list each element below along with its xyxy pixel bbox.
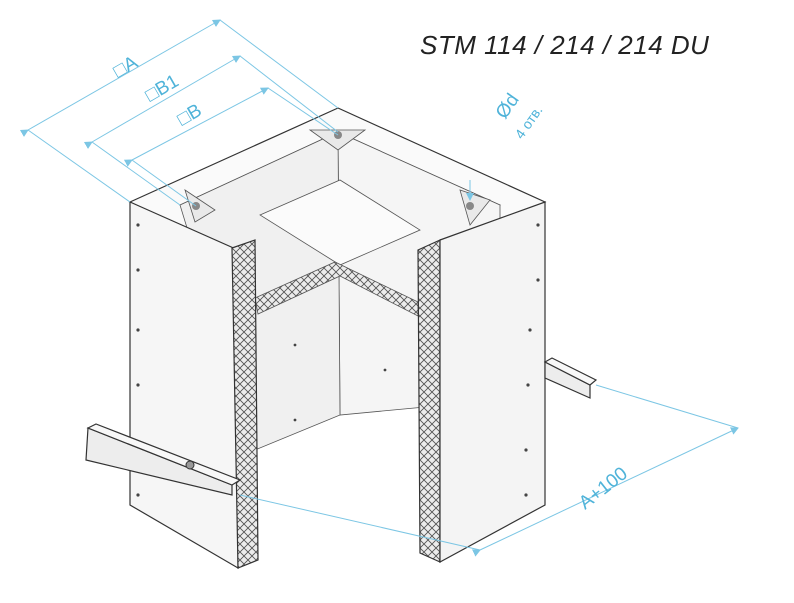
gusset-back — [308, 129, 367, 151]
left-side-panel — [129, 201, 239, 570]
label-d: Ød — [492, 90, 524, 123]
dim-line-a100 — [471, 427, 739, 557]
model-title: STM 114 / 214 / 214 DU — [420, 30, 710, 60]
right-side-panel — [439, 201, 546, 564]
interior-shelf — [259, 179, 421, 266]
label-a100: A+100 — [575, 463, 632, 514]
cabinet-body — [85, 107, 598, 570]
label-b: □B — [174, 100, 205, 130]
dim-line-b — [123, 87, 269, 167]
dimension-lines — [19, 19, 739, 557]
anchor-hole-right — [466, 202, 474, 210]
right-insulation-edge — [417, 239, 441, 563]
left-insulation-edge — [231, 239, 259, 569]
label-a: □A — [110, 52, 142, 82]
